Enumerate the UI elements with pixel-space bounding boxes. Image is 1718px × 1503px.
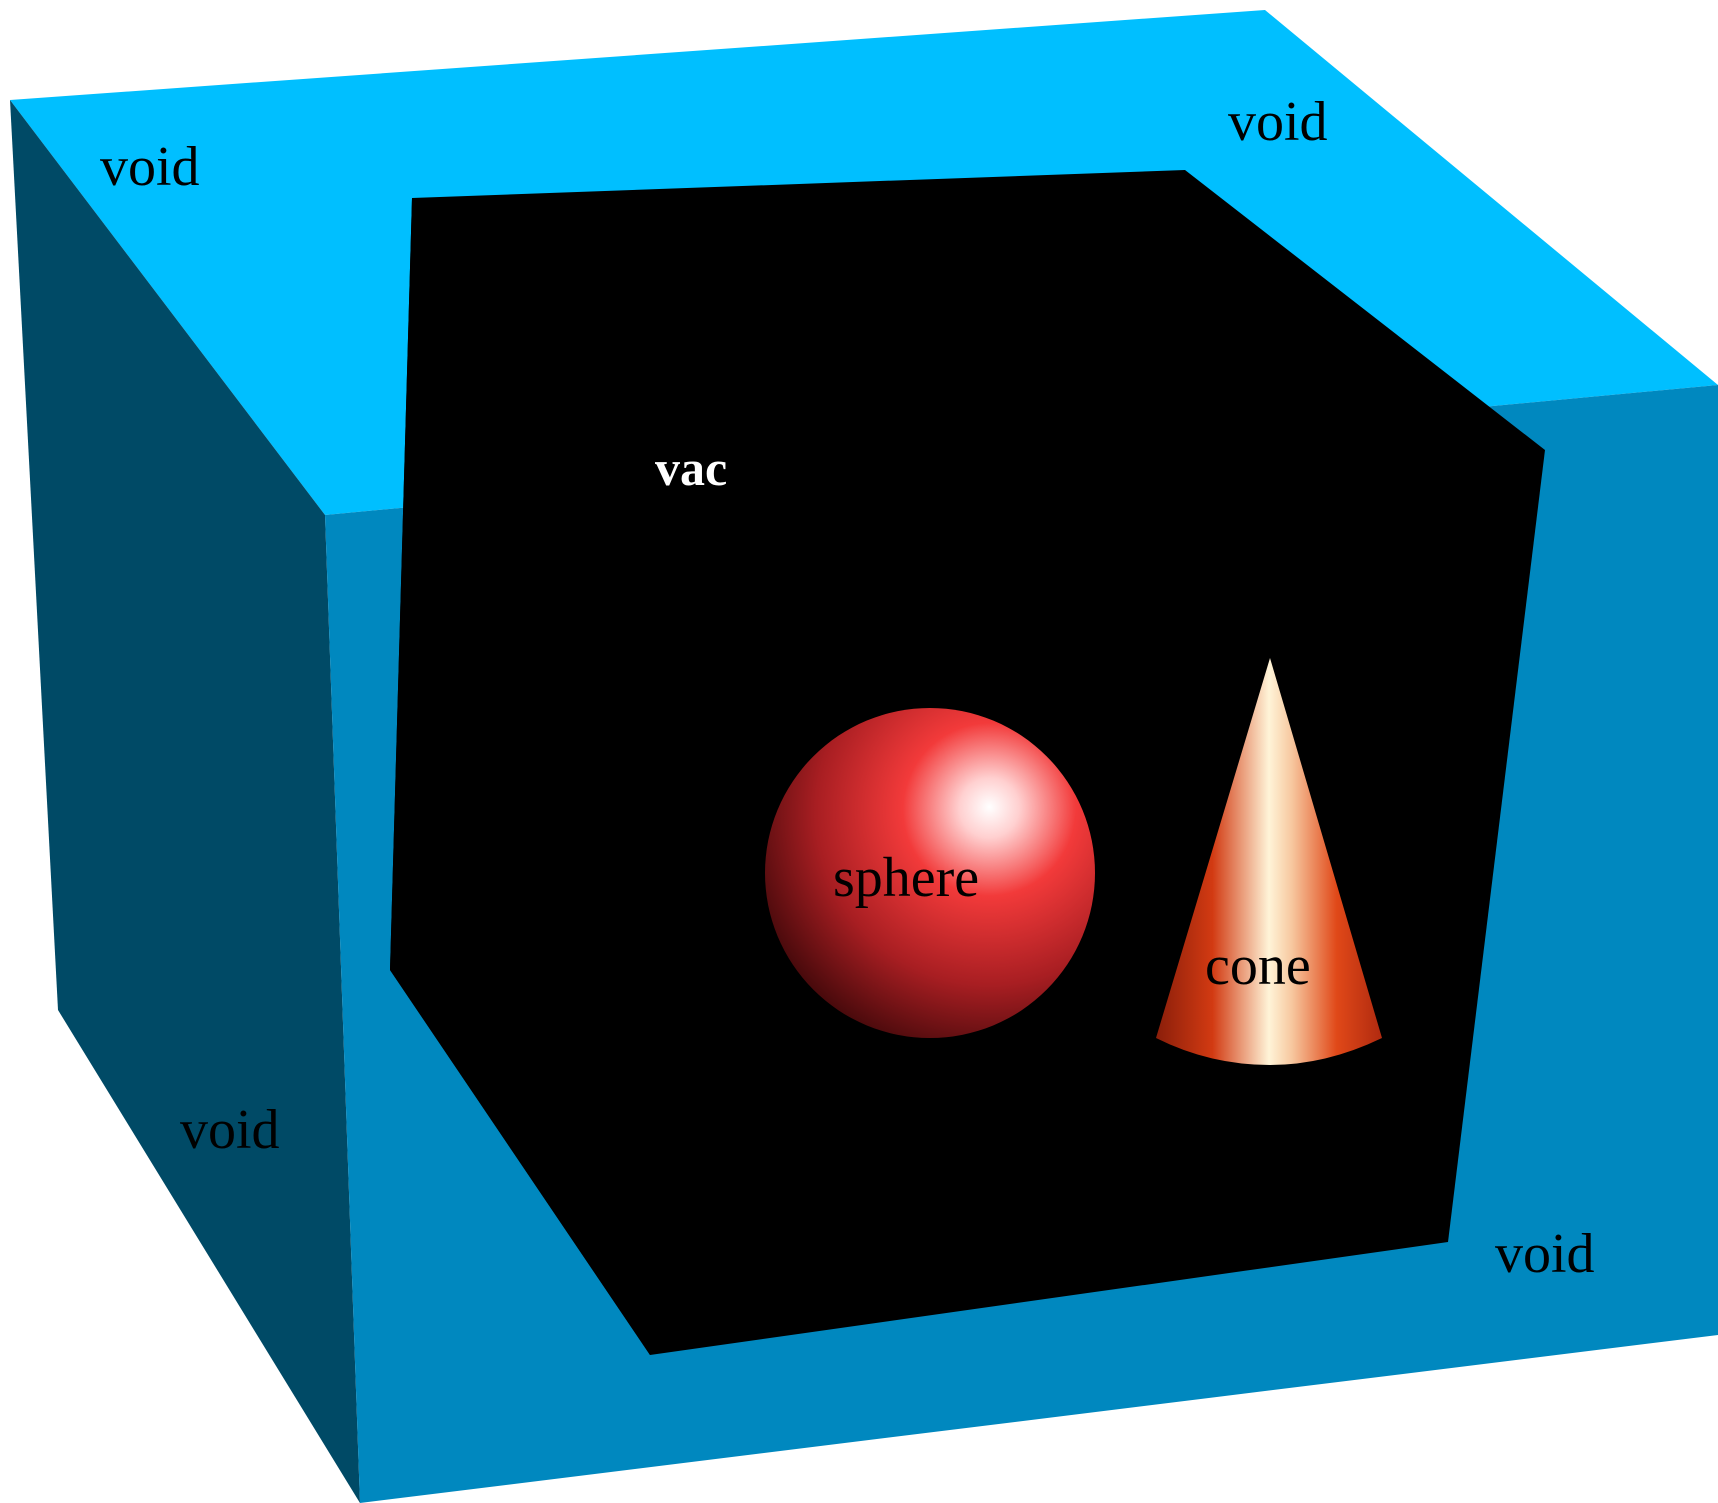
vacuum-label: vac xyxy=(655,440,727,496)
cone-label: cone xyxy=(1205,935,1311,997)
void-left-face xyxy=(10,100,360,1503)
void-label-top-left: void xyxy=(100,136,200,198)
void-label-bottom-right: void xyxy=(1495,1223,1595,1285)
sphere-label: sphere xyxy=(833,847,979,909)
void-label-top-right: void xyxy=(1228,91,1328,153)
void-label-bottom-left: void xyxy=(180,1099,280,1161)
cone-shape xyxy=(1156,658,1382,1065)
sphere-shape xyxy=(765,708,1095,1038)
